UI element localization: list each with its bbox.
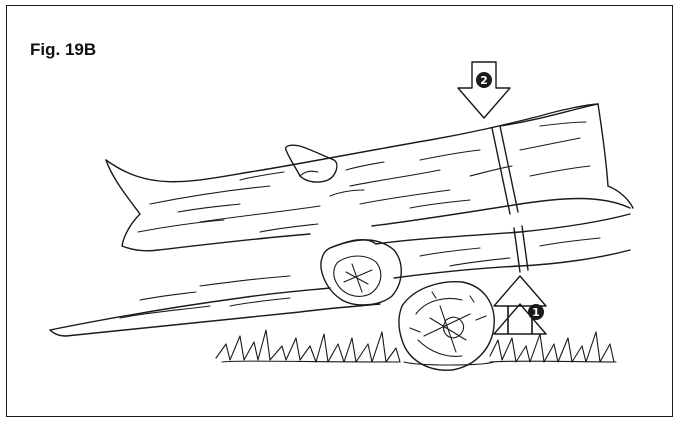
step-1-badge: 1 — [528, 304, 544, 320]
middle-log-end — [321, 240, 401, 305]
support-log — [399, 282, 494, 371]
step-2-badge: 2 — [476, 72, 492, 88]
down-arrow-icon — [458, 62, 510, 118]
lower-log — [50, 214, 630, 336]
step-2-label: 2 — [480, 74, 488, 87]
step-1-label: 1 — [532, 306, 540, 319]
